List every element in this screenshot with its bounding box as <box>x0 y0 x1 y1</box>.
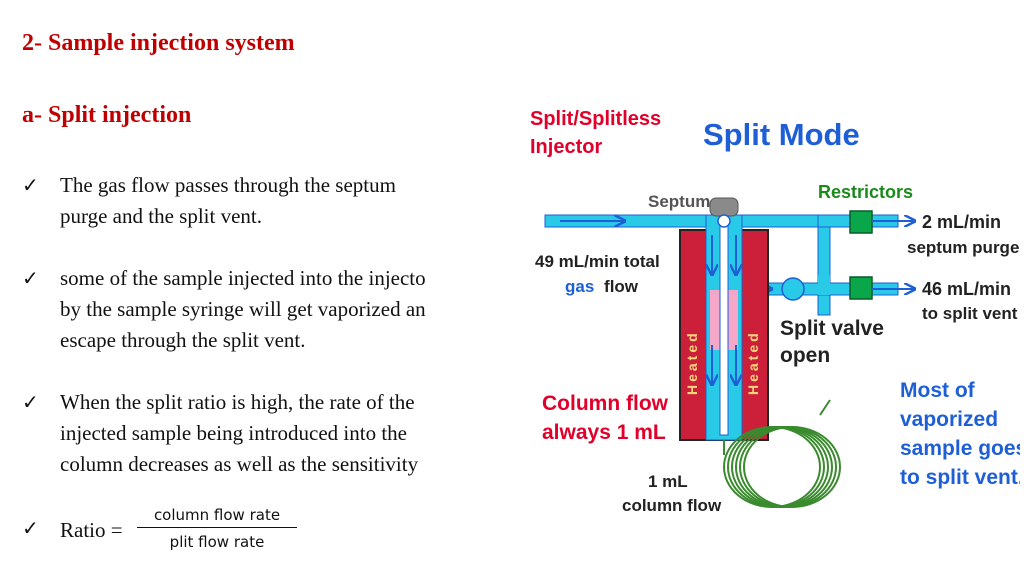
column-flow-small-line2: column flow <box>622 496 722 515</box>
split-valve-icon <box>781 277 805 301</box>
section-subtitle: a- Split injection <box>22 102 192 128</box>
checkmark-icon: ✓ <box>22 390 39 414</box>
most-vaporized-line1: Most of <box>900 379 976 402</box>
bullet-item: ✓ some of the sample injected into the i… <box>22 263 508 356</box>
split-valve-label-line1: Split valve <box>780 317 884 340</box>
split-mode-title: Split Mode <box>703 117 860 152</box>
restrictors-label: Restrictors <box>818 182 913 202</box>
ratio-denominator: plit flow rate <box>169 533 265 551</box>
septum-purge-label: septum purge <box>907 238 1019 257</box>
septum-purge-rate: 2 mL/min <box>922 212 1001 232</box>
bullet-list: ✓ The gas flow passes through the septum… <box>22 170 508 480</box>
septum-port-icon <box>717 214 731 228</box>
split-injector-diagram: Split/Splitless Injector Split Mode Heat… <box>530 108 1020 515</box>
restrictor-bottom <box>849 276 873 300</box>
most-vaporized-line3: sample goes <box>900 437 1020 460</box>
bullet-line: When the split ratio is high, the rate o… <box>60 390 415 414</box>
most-vaporized-line2: vaporized <box>900 408 998 431</box>
checkmark-icon: ✓ <box>22 173 39 197</box>
injector-label-line2: Injector <box>530 136 602 158</box>
bullet-item: ✓ When the split ratio is high, the rate… <box>22 387 508 480</box>
total-flow-label-line1: 49 mL/min total <box>535 252 660 271</box>
restrictor-top <box>849 210 873 234</box>
bullet-line: injected sample being introduced into th… <box>60 421 407 445</box>
total-flow-gas-word: gas <box>565 277 594 296</box>
vertical-purge-line <box>817 214 831 316</box>
septum-icon <box>709 197 739 217</box>
bullet-line: purge and the split vent. <box>60 204 262 228</box>
injector-label-line1: Split/Splitless <box>530 108 661 130</box>
heated-label-left: Heated <box>684 330 700 395</box>
column-inlet <box>719 214 729 436</box>
ratio-label: Ratio = <box>60 518 123 542</box>
split-vent-rate: 46 mL/min <box>922 279 1011 299</box>
ratio-fraction: column flow rate plit flow rate <box>137 506 297 551</box>
column-flow-label-line2: always 1 mL <box>542 421 666 444</box>
total-flow-flow-word: flow <box>604 277 639 296</box>
bullet-line: The gas flow passes through the septum <box>60 173 396 197</box>
ratio-numerator: column flow rate <box>137 506 297 528</box>
column-flow-small-line1: 1 mL <box>648 472 688 491</box>
column-flow-label-line1: Column flow <box>542 392 669 415</box>
split-vent-joint <box>818 275 830 295</box>
column-coil <box>723 399 841 508</box>
split-valve-label-line2: open <box>780 344 830 367</box>
slide-title: 2- Sample injection system <box>22 30 295 56</box>
split-vent-label: to split vent <box>922 304 1018 323</box>
bullet-line: escape through the split vent. <box>60 328 306 352</box>
checkmark-icon: ✓ <box>22 266 39 290</box>
bullet-item: ✓ The gas flow passes through the septum… <box>22 170 508 232</box>
checkmark-icon: ✓ <box>22 516 39 540</box>
bullet-line: by the sample syringe will get vaporized… <box>60 297 426 321</box>
bullet-line: column decreases as well as the sensitiv… <box>60 452 419 476</box>
total-flow-label-line2: gas flow <box>565 277 639 296</box>
most-vaporized-line4: to split vent. <box>900 466 1020 489</box>
heated-label-right: Heated <box>745 330 761 395</box>
bullet-line: some of the sample injected into the inj… <box>60 266 426 290</box>
septum-label: Septum <box>648 192 710 211</box>
